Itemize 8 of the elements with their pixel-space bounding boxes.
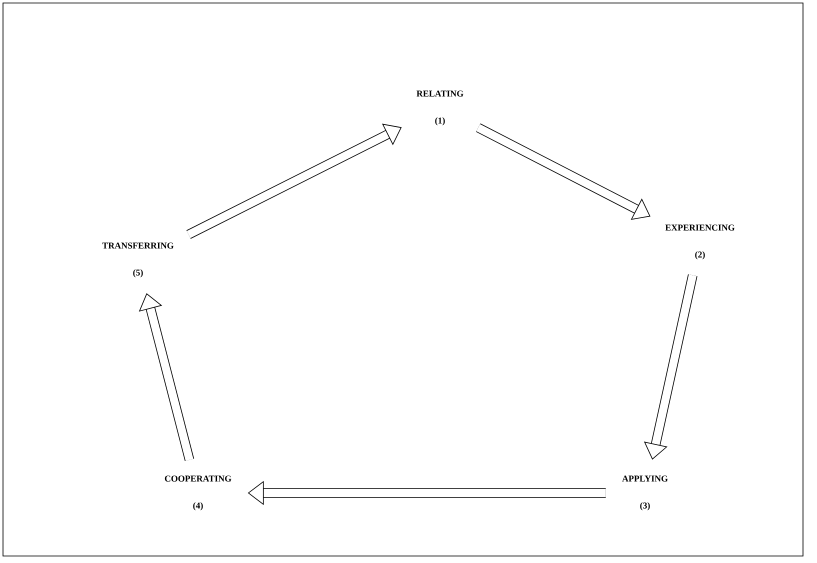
stage-label: COOPERATING (4) [164, 476, 232, 510]
stage-label: APPLYING (3) [622, 476, 668, 510]
block-arrow [476, 123, 650, 220]
stage-label: EXPERIENCING (2) [665, 224, 735, 260]
stage-label: RELATING (1) [416, 90, 464, 126]
block-arrow [138, 293, 194, 462]
block-arrow [186, 124, 402, 239]
stage-label: TRANSFERRING (5) [102, 242, 174, 278]
